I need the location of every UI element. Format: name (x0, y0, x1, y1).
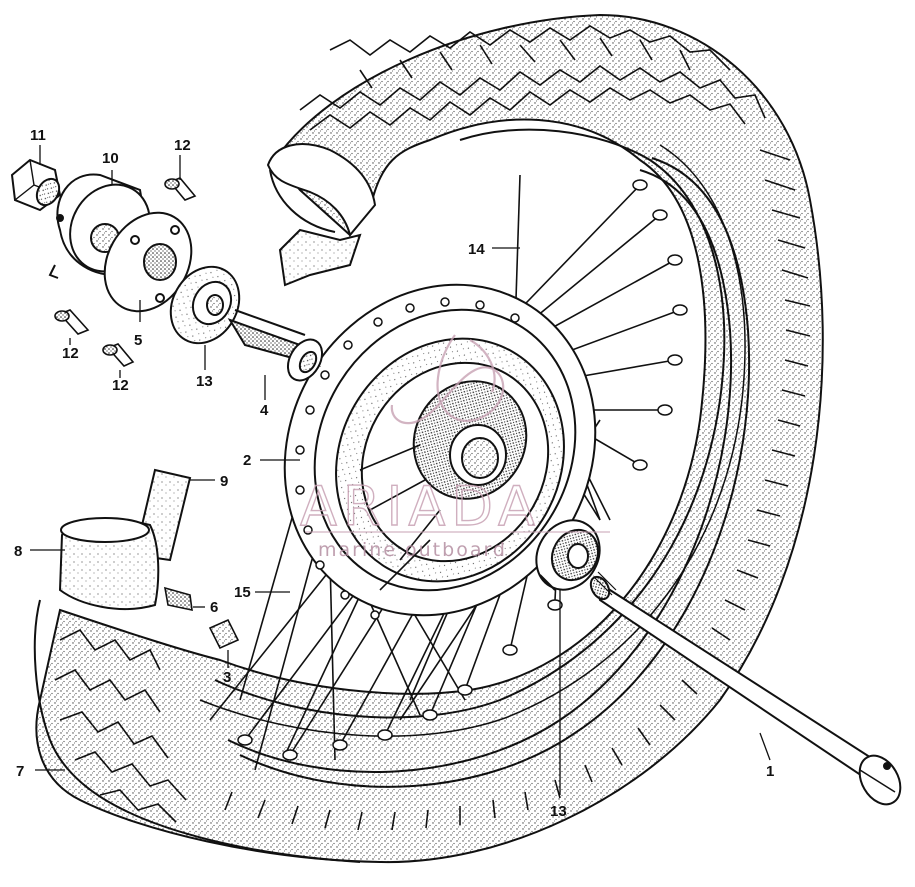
callout-15: 15 (234, 584, 251, 601)
axle-nut (10, 158, 62, 212)
valve-cap (208, 618, 240, 650)
callout-12-bottom: 12 (112, 377, 129, 394)
bearing-left (169, 265, 241, 345)
watermark-logo (390, 334, 505, 425)
bearing-right (535, 519, 601, 591)
bolt-left (54, 309, 90, 335)
callout-10: 10 (102, 150, 119, 167)
tube-valve (163, 586, 193, 612)
callout-4: 4 (260, 402, 269, 419)
callout-11: 11 (30, 127, 46, 144)
bolt-top (164, 177, 197, 201)
inner-tube (58, 517, 160, 611)
callout-7: 7 (16, 763, 24, 780)
callouts: 1 2 3 4 5 6 7 8 9 10 11 12 12 12 13 13 1… (14, 127, 774, 820)
watermark: ARIADA marine outboard (299, 334, 610, 561)
tire (33, 13, 824, 864)
callout-2: 2 (243, 452, 251, 469)
rim (227, 157, 751, 788)
callout-1: 1 (766, 763, 774, 780)
spoke-nipples (237, 179, 688, 761)
tread-pattern (224, 25, 811, 831)
axle (589, 571, 902, 806)
callout-9: 9 (220, 473, 228, 490)
hub (283, 283, 597, 620)
callout-6: 6 (210, 599, 218, 616)
callout-8: 8 (14, 543, 22, 560)
leader-lines (30, 145, 771, 795)
callout-13-right: 13 (550, 803, 567, 820)
callout-5: 5 (134, 332, 142, 349)
tire-cross-section (266, 143, 377, 287)
bolt-bottom (102, 343, 135, 367)
callout-14: 14 (468, 241, 485, 258)
callout-13-left: 13 (196, 373, 213, 390)
callout-3: 3 (223, 669, 231, 686)
callout-12-top: 12 (174, 137, 191, 154)
watermark-brand: ARIADA (300, 475, 541, 538)
watermark-tagline: marine outboard (318, 539, 507, 561)
callout-12-left: 12 (62, 345, 79, 362)
distance-collar (227, 309, 324, 382)
